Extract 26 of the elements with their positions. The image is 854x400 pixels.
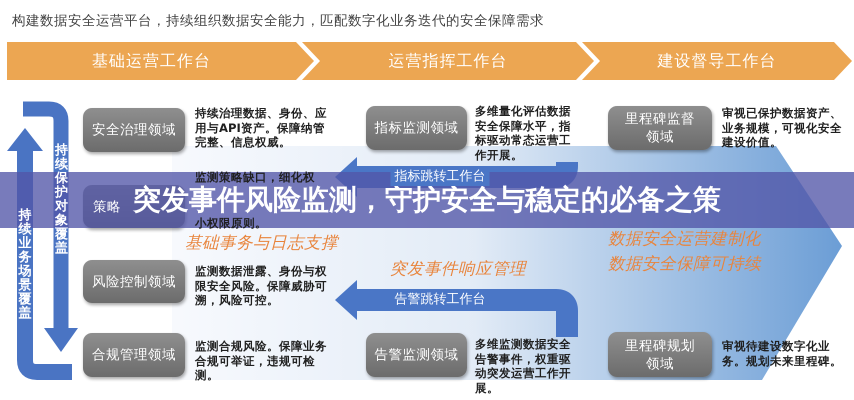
domain-box: 指标监测领域 — [366, 106, 467, 150]
slogan-text: 数据安全保障可持续 — [608, 254, 761, 274]
domain-box: 里程碑监督领域 — [608, 106, 712, 150]
stage-band: 建设督导工作台 — [582, 42, 852, 80]
arrow-label: 持续保护对象覆盖 — [54, 144, 68, 256]
description-text: 小权限原则。 — [195, 216, 268, 230]
description-text: 监测策略缺口，细化权 — [195, 170, 316, 184]
stage-band: 运营指挥工作台 — [302, 42, 594, 80]
slogan-text: 数据安全运营建制化 — [608, 229, 761, 249]
description-text: 监测合规风险。保障业务合规可举证，违规可检测。 — [195, 339, 328, 382]
description-text: 多维量化评估数据安全保障水平，指标驱动常态运营工作开展。 — [475, 104, 571, 162]
stage-band: 基础运营工作台 — [7, 42, 314, 80]
domain-box: 告警监测领域 — [366, 333, 467, 377]
arrow-label: 持续业务场景覆盖 — [18, 209, 32, 321]
domain-box: 合规管理领域 — [83, 333, 185, 377]
domain-box: 风险控制领域 — [83, 260, 185, 303]
description-text: 持续治理数据、身份、应用与API资产。保障纳管完整、信息权威。 — [195, 106, 328, 150]
domain-box: 里程碑规划领域 — [608, 332, 712, 377]
description-text: 审视已保护数据资产、业务规模，可视化安全建设价值。 — [722, 106, 842, 150]
description-text: 多维监测数据安全告警事件，权重驱动突发运营工作开展。 — [475, 337, 571, 395]
slogan-text: 突发事件响应管理 — [390, 259, 526, 279]
slogan-text: 基础事务与日志支撑 — [185, 233, 338, 253]
edge-label: 指标跳转工作台 — [390, 168, 490, 186]
heading-text: 构建数据安全运营平台，持续组织数据安全能力，匹配数字化业务迭代的安全保障需求 — [12, 12, 544, 30]
domain-box: 安全治理领域 — [83, 108, 185, 152]
description-text: 监测数据泄露、身份与权限安全风险。保障威胁可溯，风险可控。 — [195, 264, 333, 308]
